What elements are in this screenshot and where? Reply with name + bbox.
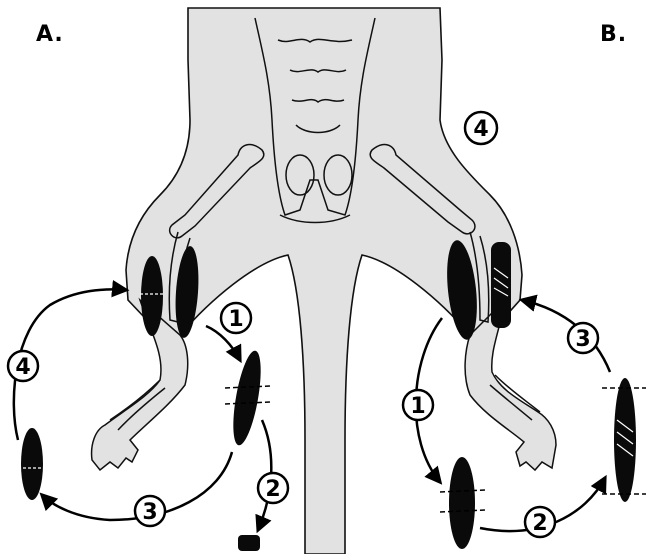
step-b-2-label: 2 (532, 511, 547, 536)
step-b-2: 2 (525, 507, 555, 537)
muscle-a-excised (228, 349, 266, 447)
step-a-1-label: 1 (228, 307, 243, 332)
step-a-3: 3 (135, 496, 165, 526)
muscle-b-excised (449, 457, 475, 549)
panel-label-b: B. (600, 22, 627, 47)
step-a-2-label: 2 (265, 477, 280, 502)
step-b-1-label: 1 (410, 394, 425, 419)
right-leg (465, 300, 556, 470)
muscle-a-left-in-situ (141, 256, 163, 336)
panel-label-a: A. (36, 22, 64, 47)
muscle-b-graft (614, 378, 636, 502)
step-b-3-label: 3 (575, 327, 590, 352)
step-b-4: 4 (465, 112, 497, 144)
step-a-1: 1 (221, 303, 251, 333)
step-a-3-label: 3 (142, 500, 157, 525)
step-b-1: 1 (403, 390, 433, 420)
step-b-4-label: 4 (473, 117, 488, 142)
muscle-a-minced (238, 535, 260, 551)
muscle-a-regenerated (21, 428, 43, 500)
muscle-b-graft-in-situ (491, 242, 511, 328)
step-b-3: 3 (568, 323, 598, 353)
step-a-4-label: 4 (15, 355, 30, 380)
step-a-2: 2 (258, 473, 288, 503)
step-a-4: 4 (8, 351, 38, 381)
